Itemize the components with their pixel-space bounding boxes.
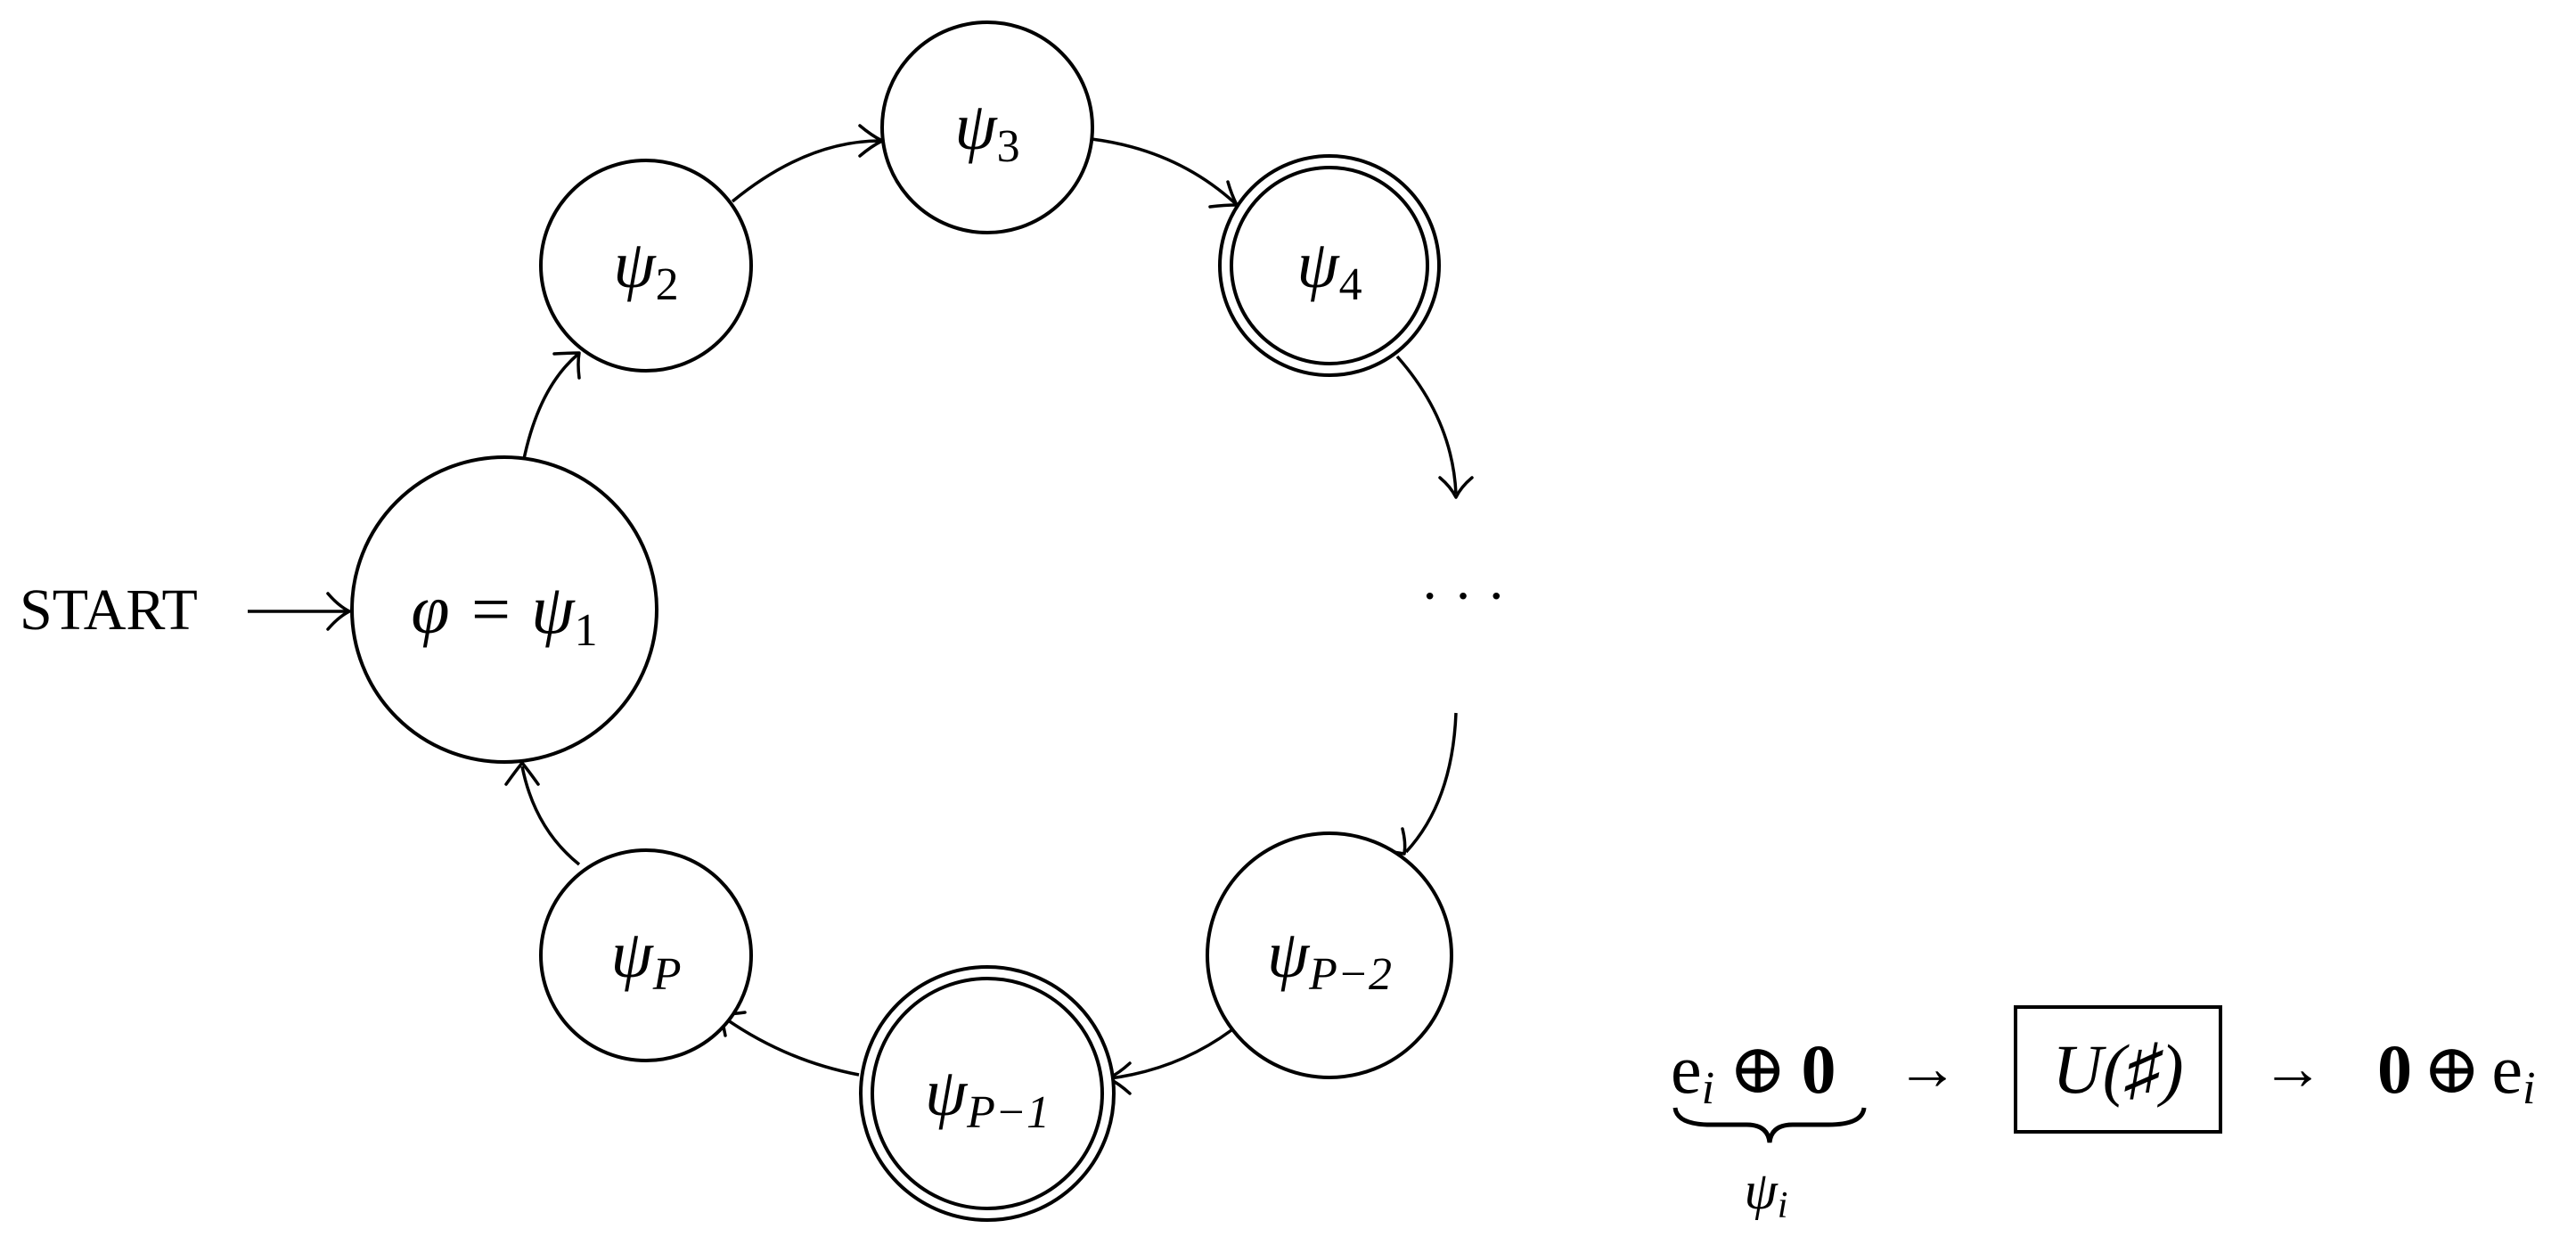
svg-text:ψ2: ψ2 (613, 227, 678, 310)
edge-s2-s3 (731, 139, 881, 203)
svg-text:φ = ψ1: φ = ψ1 (411, 570, 597, 656)
operator-box-content: U(♯) (2052, 1030, 2183, 1108)
svg-text:ψP: ψP (611, 917, 682, 1000)
edge-s4-dots-head (1438, 476, 1474, 499)
edge-s3-s4 (1091, 137, 1237, 205)
state-psi-p: ψP (539, 848, 753, 1062)
brace-label: ψi (1745, 1161, 1788, 1226)
state-psi3: ψ3 (880, 20, 1094, 234)
edge-sP1-sP (720, 1014, 860, 1077)
edge-s1-s2-head (552, 351, 581, 380)
svg-text:ψ4: ψ4 (1296, 227, 1362, 310)
edge-s4-dots (1395, 355, 1458, 495)
start-label: START (20, 577, 198, 643)
arrow-1: → (1896, 1035, 1959, 1103)
formula-lhs: ei⊕0 (1671, 1030, 1836, 1114)
operator-box (2014, 1005, 2222, 1134)
start-arrow-head (326, 592, 351, 631)
edge-s1-s2 (522, 353, 579, 460)
underbrace (1672, 1107, 1867, 1143)
formula-rhs: 0⊕ei (2377, 1030, 2535, 1114)
state-psi-p-minus-1-accepting: ψP−1 (859, 965, 1116, 1222)
svg-text:ψP−2: ψP−2 (1267, 917, 1392, 1000)
state-phi-psi1: φ = ψ1 (350, 455, 658, 764)
edge-sP-s1 (520, 766, 581, 866)
state-psi-p-minus-2: ψP−2 (1206, 831, 1453, 1079)
edge-dots-sP2 (1404, 712, 1458, 854)
transfer-formula: ei⊕0 ψi → U(♯) → 0⊕ei (1671, 1005, 2535, 1226)
state-psi2: ψ2 (539, 159, 753, 373)
svg-text:ψ3: ψ3 (954, 89, 1019, 172)
state-psi4-accepting: ψ4 (1218, 154, 1441, 377)
edge-sP-s1-head (504, 761, 540, 786)
arrow-2: → (2261, 1035, 2324, 1103)
svg-text:ψP−1: ψP−1 (925, 1055, 1050, 1138)
edge-sP2-sP1 (1109, 1028, 1233, 1080)
ellipsis: · · · (1420, 564, 1506, 627)
